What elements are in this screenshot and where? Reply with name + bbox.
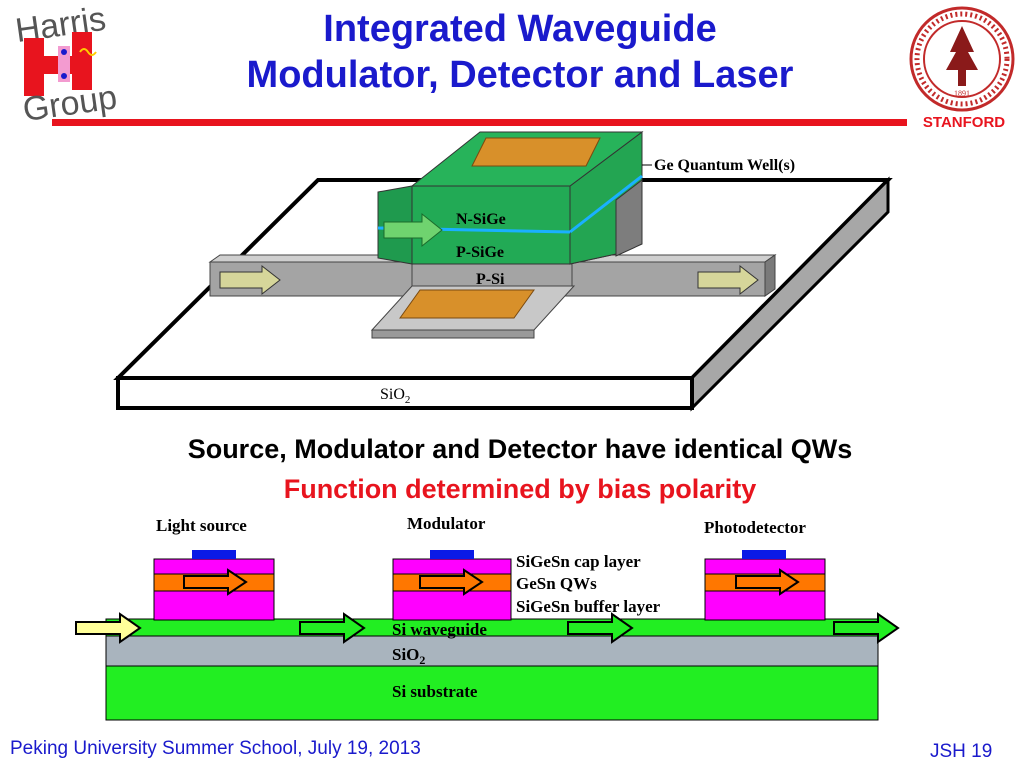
modulator-cap xyxy=(392,558,512,575)
mesa-front xyxy=(411,185,571,265)
seal-tree-icon xyxy=(946,26,978,86)
layer-label-waveguide: Si waveguide xyxy=(392,620,487,639)
si-waveguide xyxy=(105,618,879,637)
slide-title: Integrated Waveguide Modulator, Detector… xyxy=(150,6,890,98)
logo-wave-icon xyxy=(79,48,97,56)
mesa-right-gray xyxy=(615,178,643,257)
waveguide-arrow-2 xyxy=(567,612,634,644)
logo-pink-block xyxy=(58,46,70,82)
waveguide-arrow-out xyxy=(833,612,900,644)
sio2-slab-front xyxy=(116,376,694,410)
title-line-1: Integrated Waveguide xyxy=(323,8,717,50)
label-modulator: Modulator xyxy=(407,514,486,533)
n-sige-label: N-SiGe xyxy=(456,211,506,228)
logo-dot-top xyxy=(61,49,67,55)
input-light-arrow xyxy=(219,264,281,296)
logo-h-right-bar xyxy=(72,32,92,90)
seal-year: 1891 xyxy=(954,89,970,98)
waveguide-arrow-1 xyxy=(299,612,366,644)
photodetector-cap xyxy=(704,558,826,575)
harris-group-logo: Harris Group xyxy=(13,0,119,122)
bottom-gold-contact xyxy=(399,289,535,319)
title-line-2: Modulator, Detector and Laser xyxy=(246,54,794,96)
p-si-label: P-Si xyxy=(476,271,505,288)
layer-label-cap: SiGeSn cap layer xyxy=(516,552,641,571)
logo-h-left-bar xyxy=(24,38,44,96)
subtitle-identical-qws: Source, Modulator and Detector have iden… xyxy=(187,434,853,464)
stanford-label: STANFORD xyxy=(922,114,1006,131)
top-gold-contact xyxy=(471,137,601,167)
quantum-well-line-side xyxy=(569,174,643,234)
layer-label-oxide: SiO2 xyxy=(392,645,425,667)
layer-label-substrate: Si substrate xyxy=(392,682,478,701)
footer-event: Peking University Summer School, July 19… xyxy=(10,738,421,759)
photodetector-buffer xyxy=(704,590,826,621)
photodetector-contact xyxy=(742,550,786,559)
label-light-source: Light source xyxy=(156,516,247,535)
output-light-arrow xyxy=(697,264,759,296)
layer-label-buffer: SiGeSn buffer layer xyxy=(516,597,661,616)
light-source-cap xyxy=(153,558,275,575)
label-photodetector: Photodetector xyxy=(704,518,806,537)
sio2-layer xyxy=(105,635,879,667)
subtitle-bias-polarity: Function determined by bias polarity xyxy=(283,474,757,504)
modulator-arrow xyxy=(419,568,484,596)
mesa-light-arrow xyxy=(383,212,443,248)
seal-inner-ring xyxy=(923,20,1001,98)
layer-label-qw: GeSn QWs xyxy=(516,574,597,593)
modulator-buffer xyxy=(392,590,512,621)
waveguide-device-diagram: SiO2 P-Si N-SiGe P-SiGe Ge Quantum Well(… xyxy=(113,131,893,412)
waveguide-arrow-in xyxy=(75,612,142,644)
bottom-contact-pad-edge xyxy=(371,329,535,339)
logo-dot-bottom xyxy=(61,73,67,79)
title-divider xyxy=(52,119,907,126)
photodetector-arrow xyxy=(735,568,800,596)
si-substrate xyxy=(105,665,879,721)
p-sige-label: P-SiGe xyxy=(456,244,504,261)
cross-section-diagram: Light source Modulator Photodetector SiG… xyxy=(75,514,900,721)
modulator-contact xyxy=(430,550,474,559)
sio2-label: SiO2 xyxy=(380,386,410,406)
seal-lettering-ring xyxy=(914,11,1010,107)
light-source-contact xyxy=(192,550,236,559)
stanford-seal: 1891 xyxy=(909,6,1015,112)
light-source-buffer xyxy=(153,590,275,621)
footer-slide-number: JSH 19 xyxy=(930,741,993,762)
waveguide-end xyxy=(764,254,776,297)
quantum-well-label: Ge Quantum Well(s) xyxy=(654,157,795,174)
light-source-arrow xyxy=(183,568,248,596)
